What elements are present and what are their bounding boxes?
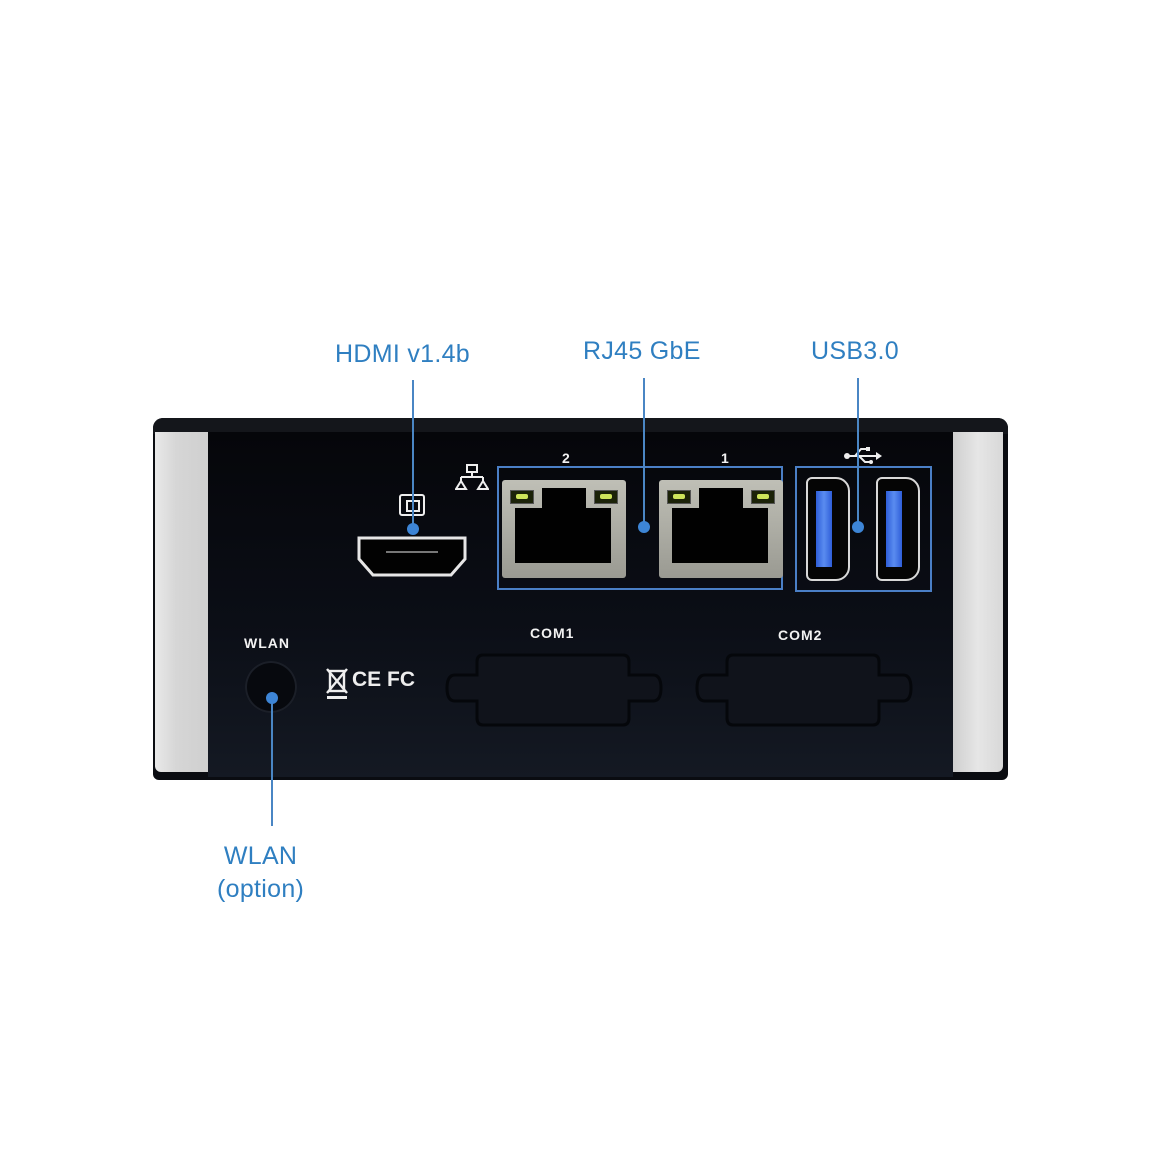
activity-led-icon: [751, 490, 775, 504]
lan-port-2-label: 2: [562, 450, 571, 466]
usb3-port-left[interactable]: [806, 477, 850, 581]
activity-led-icon: [594, 490, 618, 504]
usb-pointer-dot: [852, 521, 864, 533]
usb3-blue-tongue: [816, 491, 832, 567]
callout-wlan: WLAN (option): [217, 840, 304, 906]
ce-fc-marks: CE FC: [352, 668, 415, 691]
link-led-icon: [667, 490, 691, 504]
callout-wlan-line1: WLAN: [223, 842, 298, 870]
hdmi-port[interactable]: [356, 535, 468, 580]
left-side-bumper: [155, 432, 208, 772]
usb-group-frame: [795, 466, 932, 592]
usb-icon: [844, 447, 882, 464]
callout-wlan-line2: (option): [217, 875, 305, 903]
wlan-leader-line: [271, 698, 273, 826]
rj45-latch-notch: [542, 488, 586, 510]
usb3-blue-tongue: [886, 491, 902, 567]
callout-usb: USB3.0: [811, 337, 899, 365]
rj45-port-1[interactable]: [659, 480, 783, 578]
weee-bin-icon: [326, 668, 348, 699]
rj45-pointer-dot: [638, 521, 650, 533]
usb-leader-line: [857, 378, 859, 526]
hdmi-leader-line: [412, 380, 414, 528]
rj45-latch-notch: [699, 488, 743, 510]
com1-label: COM1: [530, 625, 575, 641]
link-led-icon: [510, 490, 534, 504]
right-side-bumper: [953, 432, 1003, 772]
hdmi-pointer-dot: [407, 523, 419, 535]
lan-port-1-label: 1: [721, 450, 730, 466]
chassis-top-edge: [153, 418, 1008, 434]
callout-hdmi: HDMI v1.4b: [335, 340, 470, 368]
wlan-panel-label: WLAN: [244, 635, 290, 651]
com1-port-cover[interactable]: [443, 650, 663, 730]
com2-label: COM2: [778, 627, 823, 643]
com2-port-cover[interactable]: [693, 650, 913, 730]
rj45-socket: [672, 508, 768, 563]
rj45-leader-line: [643, 378, 645, 526]
rj45-socket: [515, 508, 611, 563]
wlan-pointer-dot: [266, 692, 278, 704]
usb3-port-right[interactable]: [876, 477, 920, 581]
network-icon: [455, 464, 489, 490]
callout-rj45: RJ45 GbE: [583, 337, 701, 365]
rj45-port-2[interactable]: [502, 480, 626, 578]
